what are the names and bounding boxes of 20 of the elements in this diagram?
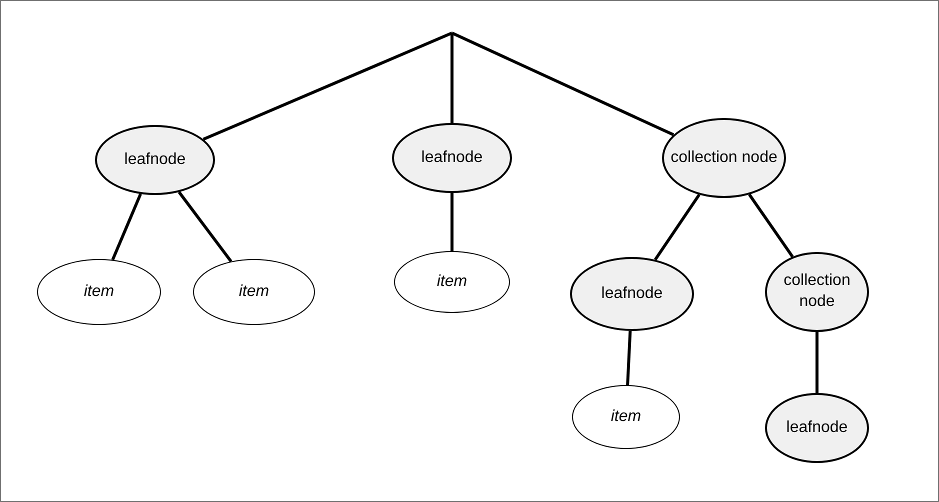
node-label: item — [436, 272, 468, 292]
node-label: leafnode — [600, 284, 664, 304]
connector-line — [816, 332, 818, 393]
connector-line — [450, 33, 454, 123]
connector-line — [450, 193, 454, 251]
connector-line — [654, 194, 700, 261]
connector-line — [748, 194, 794, 258]
connector-line — [626, 330, 632, 386]
node-label: item — [610, 406, 642, 427]
node-label: leafnode — [785, 418, 849, 438]
connector-line — [451, 32, 674, 136]
connector-line — [202, 32, 453, 141]
node-label: leafnode — [123, 150, 187, 170]
node-label: collection node — [670, 148, 778, 168]
connector-line — [111, 193, 142, 260]
node-label: item — [238, 282, 270, 302]
connector-line — [178, 191, 232, 262]
node-label: item — [82, 282, 116, 302]
node-label: collection node — [782, 271, 852, 312]
node-label: leafnode — [420, 148, 484, 168]
